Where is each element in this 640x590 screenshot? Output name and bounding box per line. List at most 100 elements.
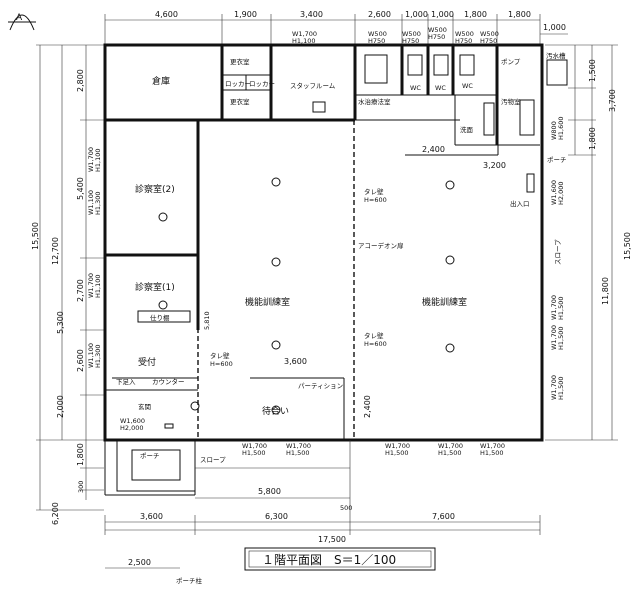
window-staff-h: H1,100 [292, 37, 316, 45]
window-r3-w: W1,700 [550, 295, 558, 320]
window-exam2a-w: W1,700 [87, 147, 95, 172]
window-bot4-w: W1,700 [438, 442, 463, 450]
dim-right-3: 1,800 [588, 127, 597, 150]
window-recep-w: W1,100 [87, 343, 95, 368]
label-porch-left: ポーチ [140, 452, 160, 460]
dim-top-4: 2,600 [368, 10, 391, 19]
room-storage: 倉庫 [152, 75, 170, 87]
room-exam-1: 診察室(1) [135, 281, 175, 293]
dim-right-1: 1,500 [588, 59, 597, 82]
label-slope-right: スロープ [554, 239, 562, 265]
window-sink-h: H750 [480, 37, 497, 45]
label-slope-left: スロープ [200, 456, 226, 464]
window-r1-h: H1,600 [557, 117, 565, 141]
label-partition: パーティション [298, 382, 343, 390]
dim-interior-c: 3,600 [284, 357, 307, 366]
dim-right-2: 3,700 [608, 89, 617, 112]
room-pump: ポンプ [501, 58, 521, 66]
dim-bottom-a: 5,800 [258, 487, 281, 496]
room-exam-2: 診察室(2) [135, 183, 175, 195]
room-wc-3: WC [462, 82, 473, 90]
window-r2-w: W1,600 [550, 180, 558, 205]
window-entr-w: W1,600 [120, 417, 145, 425]
drawing-title: １階平面図 S＝1／100 [262, 552, 396, 567]
window-r5-h: H1,500 [557, 377, 565, 401]
window-r1-w: W800 [550, 121, 558, 140]
room-sink: 洗面 [460, 125, 474, 134]
window-wc3-w: W500 [455, 30, 474, 38]
north-compass: A [8, 13, 36, 31]
dim-left-4: 5,300 [56, 311, 65, 334]
dim-left-7: 1,800 [76, 443, 85, 466]
dim-bottom-3: 7,600 [432, 512, 455, 521]
label-low-wall-2: タレ壁 [364, 331, 384, 340]
window-labels: W1,700 H1,100 W500 H750 W500 H750 W500 H… [87, 26, 565, 457]
label-counter: カウンター [152, 377, 185, 386]
compass-label: A [16, 13, 23, 23]
window-wc2-w: W500 [428, 26, 447, 34]
window-wc1-w: W500 [402, 30, 421, 38]
dim-left-5: 2,600 [76, 349, 85, 372]
dim-left-mid: 12,700 [51, 237, 60, 265]
room-training-right: 機能訓練室 [422, 296, 467, 308]
dim-bottom-total: 17,500 [318, 535, 346, 544]
room-laundry: 汚物室 [501, 97, 521, 106]
label-low-wall-3: タレ壁 [210, 351, 230, 360]
label-entry-exit: 出入口 [510, 199, 530, 208]
window-exam2a-h: H1,100 [94, 149, 102, 173]
window-recep-h: H1,300 [94, 345, 102, 369]
label-accordion: アコーデオン扉 [358, 241, 404, 250]
dim-bottom-2: 6,300 [265, 512, 288, 521]
window-bot2-w: W1,700 [286, 442, 311, 450]
dim-left-8: 300 [77, 481, 85, 493]
window-bot1-h: H1,500 [242, 449, 266, 457]
dim-left-2: 5,400 [76, 177, 85, 200]
porch [104, 440, 351, 515]
window-entr-h: H2,000 [120, 424, 144, 432]
dim-top-2: 1,900 [234, 10, 257, 19]
dim-top-5: 1,000 [405, 10, 428, 19]
dim-left-6: 2,000 [56, 395, 65, 418]
room-changing-1: 更衣室 [230, 57, 250, 66]
window-exam2b-w: W1,100 [87, 190, 95, 215]
dim-left-1: 2,800 [76, 69, 85, 92]
window-hydro-h: H750 [368, 37, 385, 45]
dim-porch: 2,500 [128, 558, 151, 567]
window-staff-w: W1,700 [292, 30, 317, 38]
dim-top-7: 1,800 [464, 10, 487, 19]
top-dimensions: 4,600 1,900 3,400 2,600 1,000 1,000 1,80… [104, 10, 568, 44]
label-low-wall-3-h: H=600 [210, 360, 233, 368]
window-bot5-h: H1,500 [480, 449, 504, 457]
room-locker-1: ロッカー [225, 80, 251, 88]
room-waiting: 待合い [262, 405, 289, 417]
dim-top-6: 1,000 [431, 10, 454, 19]
window-r5-w: W1,700 [550, 375, 558, 400]
window-bot3-h: H1,500 [385, 449, 409, 457]
drawing-title-box: １階平面図 S＝1／100 [244, 547, 436, 571]
window-exam2b-h: H1,300 [94, 192, 102, 216]
light-fixtures [158, 177, 455, 415]
window-bot4-h: H1,500 [438, 449, 462, 457]
window-hydro-w: W500 [368, 30, 387, 38]
label-low-wall-2-h: H=600 [364, 340, 387, 348]
dim-left-bottom: 6,200 [51, 502, 60, 525]
dim-top-1: 4,600 [155, 10, 178, 19]
room-training-left: 機能訓練室 [245, 296, 290, 308]
label-porch-pillar: ポーチ柱 [176, 576, 203, 585]
window-r2-h: H2,000 [557, 182, 565, 206]
room-labels: 倉庫 更衣室 更衣室 ロッカー ロッカー スタッフルーム 水治療法室 WC WC… [116, 51, 567, 585]
dim-interior-d: 2,400 [363, 395, 372, 418]
window-bot3-w: W1,700 [385, 442, 410, 450]
dim-top-3: 3,400 [300, 10, 323, 19]
dim-bottom-1: 3,600 [140, 512, 163, 521]
room-reception: 受付 [138, 356, 156, 368]
window-r3-h: H1,500 [557, 297, 565, 321]
dim-right-mid: 11,800 [601, 277, 610, 305]
dim-bottom-b: 500 [340, 504, 352, 512]
window-exam1-h: H1,100 [94, 275, 102, 299]
room-staff: スタッフルーム [290, 81, 336, 90]
dim-top-right: 1,000 [543, 23, 566, 32]
room-wc-2: WC [435, 84, 446, 92]
room-locker-2: ロッカー [249, 80, 275, 88]
left-dimensions: 15,500 12,700 2,800 5,400 2,700 5,300 2,… [31, 44, 104, 525]
